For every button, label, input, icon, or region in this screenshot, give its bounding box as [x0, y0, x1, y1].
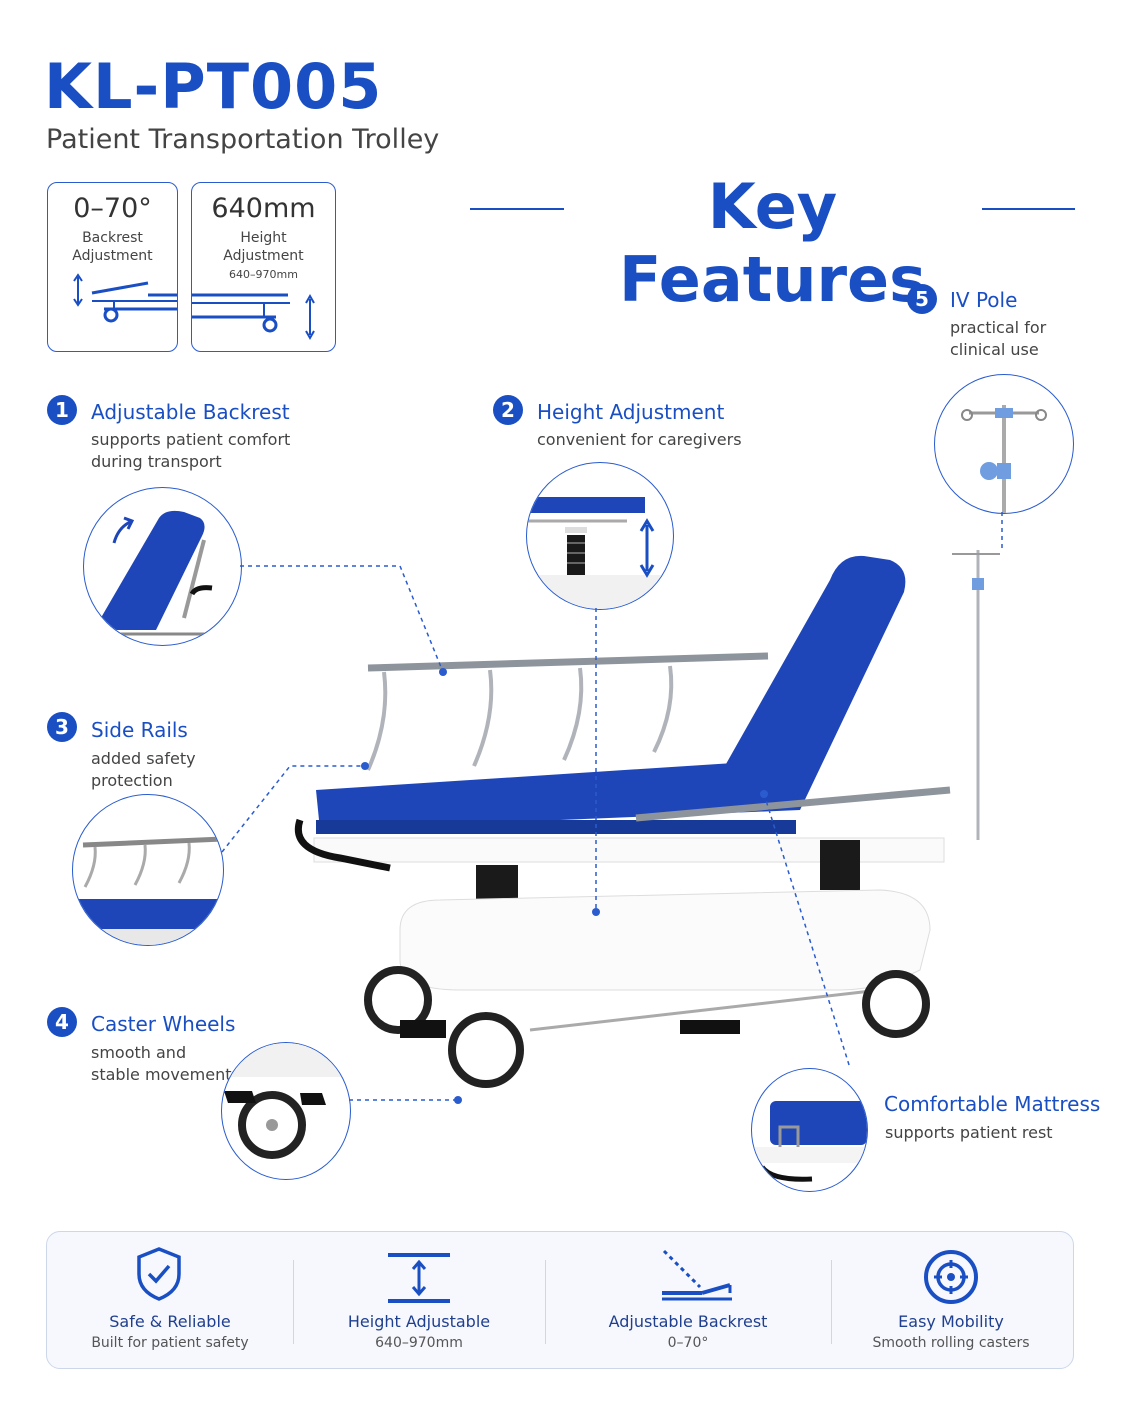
- spec-height-note: 640–970mm: [229, 268, 298, 281]
- feature-4-desc-line1: smooth and: [91, 1043, 187, 1062]
- detail-caster-circle: [221, 1042, 351, 1180]
- spec-height-label1: Height: [240, 230, 287, 246]
- feature-3-badge: 3: [47, 712, 77, 742]
- bottom-item-backrest: Adjustable Backrest 0–70°: [545, 1232, 831, 1368]
- feature-3-desc-line2: protection: [91, 771, 173, 790]
- bottom-item-height: Height Adjustable 640–970mm: [293, 1232, 545, 1368]
- feature-3-desc-line1: added safety: [91, 749, 196, 768]
- feature-2-badge: 2: [493, 395, 523, 425]
- detail-siderails-circle: [72, 794, 224, 946]
- spec-backrest-box: 0–70° Backrest Adjustment: [47, 182, 178, 352]
- height-diagram-icon: [192, 293, 315, 341]
- callout-connectors: [221, 512, 1003, 1104]
- feature-5-desc-line1: practical for: [950, 318, 1047, 337]
- bottom-feature-bar: Safe & Reliable Built for patient safety…: [46, 1231, 1074, 1369]
- bottom-item-mobility-sub: Smooth rolling casters: [872, 1335, 1030, 1351]
- bottom-item-backrest-sub: 0–70°: [667, 1335, 709, 1351]
- bottom-divider-3: [831, 1260, 832, 1344]
- height-arrows-icon: [388, 1253, 450, 1303]
- spec-backrest-label2: Adjustment: [72, 248, 153, 264]
- shield-check-icon: [137, 1247, 181, 1301]
- spec-backrest-value: 0–70°: [73, 193, 152, 224]
- spec-height-label2: Adjustment: [223, 248, 304, 264]
- key-features-rule-left: [470, 208, 564, 210]
- feature-1-title: Adjustable Backrest: [91, 400, 290, 424]
- detail-mattress-circle: [751, 1068, 868, 1192]
- model-title: KL-PT005: [44, 50, 383, 123]
- feature-1-badge: 1: [47, 395, 77, 425]
- trolley-image: [295, 550, 1000, 1088]
- product-subtitle: Patient Transportation Trolley: [46, 124, 440, 155]
- mattress-desc: supports patient rest: [885, 1123, 1053, 1142]
- spec-backrest-label1: Backrest: [82, 230, 143, 246]
- feature-3-title: Side Rails: [91, 718, 188, 742]
- bottom-item-safe-sub: Built for patient safety: [91, 1335, 249, 1351]
- detail-ivpole-circle: [934, 374, 1074, 514]
- bottom-item-height-sub: 640–970mm: [375, 1335, 463, 1351]
- feature-4-badge: 4: [47, 1007, 77, 1037]
- key-features-rule-right: [982, 208, 1075, 210]
- spec-height-box: 640mm Height Adjustment 640–970mm: [191, 182, 336, 352]
- detail-height-circle: [526, 462, 674, 610]
- feature-2-desc-line1: convenient for caregivers: [537, 430, 742, 449]
- bottom-divider-1: [293, 1260, 294, 1344]
- bottom-item-backrest-title: Adjustable Backrest: [608, 1312, 768, 1331]
- key-features-title: Key Features: [618, 170, 927, 316]
- mattress-title: Comfortable Mattress: [884, 1092, 1101, 1116]
- feature-2-title: Height Adjustment: [537, 400, 725, 424]
- backrest-diagram-icon: [73, 273, 177, 323]
- bottom-item-safe-title: Safe & Reliable: [109, 1312, 231, 1331]
- bottom-item-mobility-title: Easy Mobility: [898, 1312, 1004, 1331]
- feature-1-desc-line2: during transport: [91, 452, 222, 471]
- bottom-item-mobility: Easy Mobility Smooth rolling casters: [831, 1232, 1071, 1368]
- feature-5-badge: 5: [907, 284, 937, 314]
- bottom-item-height-title: Height Adjustable: [347, 1312, 491, 1331]
- feature-4-desc-line2: stable movement: [91, 1065, 232, 1084]
- detail-backrest-circle: [83, 487, 242, 646]
- caster-wheel-icon: [924, 1250, 978, 1304]
- spec-height-value: 640mm: [211, 193, 316, 224]
- bottom-item-safe: Safe & Reliable Built for patient safety: [47, 1232, 293, 1368]
- feature-5-desc-line2: clinical use: [950, 340, 1039, 359]
- feature-5-title: IV Pole: [950, 288, 1018, 312]
- bottom-divider-2: [545, 1260, 546, 1344]
- feature-1-desc-line1: supports patient comfort: [91, 430, 291, 449]
- feature-4-title: Caster Wheels: [91, 1012, 236, 1036]
- backrest-angle-icon: [662, 1249, 732, 1301]
